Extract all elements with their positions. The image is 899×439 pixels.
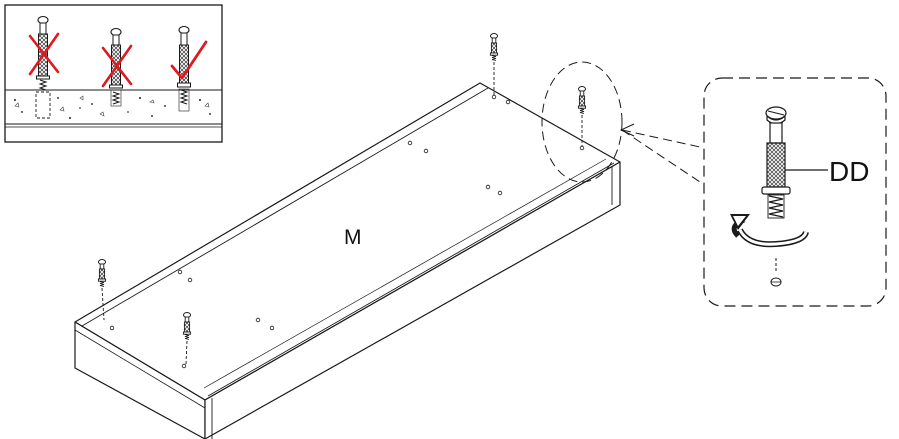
callout-leader <box>621 129 701 183</box>
panel-label: M <box>344 226 362 249</box>
panel-screw-front <box>182 312 192 365</box>
detail-box: DD <box>703 77 887 307</box>
panel-screw-left <box>97 259 107 321</box>
panel-m <box>74 82 621 439</box>
callout-arrow-icon <box>619 123 635 137</box>
part-label: DD <box>829 156 869 187</box>
cross-mark-icon <box>101 44 133 88</box>
panel-screw-top <box>489 33 499 95</box>
check-mark-icon <box>170 40 208 80</box>
cross-mark-icon <box>28 32 60 76</box>
inset-screw-case-3 <box>170 25 208 112</box>
detail-callout-circle <box>541 61 623 183</box>
panel-screw-right <box>577 86 587 146</box>
installation-depth-inset <box>4 4 223 143</box>
inset-screw-case-1 <box>28 15 60 119</box>
inset-screw-case-2 <box>101 27 133 107</box>
detail-screw <box>761 106 791 219</box>
panel-holes <box>109 94 585 369</box>
clockwise-rotation-arrow-icon <box>730 214 809 248</box>
